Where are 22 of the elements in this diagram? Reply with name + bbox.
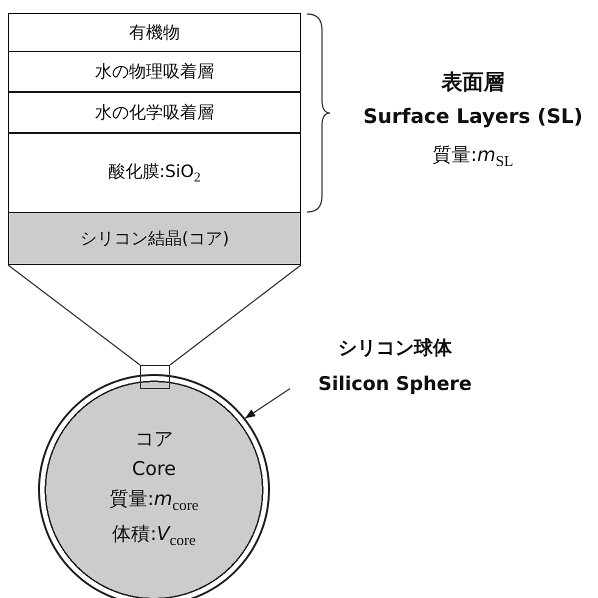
node-text: 水の化学吸着層 <box>95 102 214 124</box>
layer-box <box>8 51 301 92</box>
zoom-line <box>170 264 302 366</box>
layer-box <box>8 13 301 52</box>
text-label: 表面層 <box>442 69 504 96</box>
zoom-box <box>140 365 170 389</box>
node-text: シリコン球体 <box>338 336 452 361</box>
text-label: 質量:m$_{SL}$ <box>432 143 514 171</box>
zoom-line <box>8 264 140 366</box>
node-text: シリコン結晶(コア) <box>80 228 230 250</box>
node-text: 質量:m$_{core}$ <box>109 487 199 515</box>
node-text: 有機物 <box>129 22 180 44</box>
node-text: Core <box>132 458 176 480</box>
layer-box <box>8 212 301 265</box>
text-label: Surface Layers (SL) <box>363 104 583 128</box>
layer-box <box>8 92 301 133</box>
node-text: コア <box>135 427 173 452</box>
node-text: 酸化膜:SiO$_{2}$ <box>108 161 201 186</box>
arrow <box>244 388 290 419</box>
node-text: 水の物理吸着層 <box>95 61 214 83</box>
node-text: 体積:V$_{core}$ <box>112 522 196 550</box>
node-text: Silicon Sphere <box>318 373 472 395</box>
